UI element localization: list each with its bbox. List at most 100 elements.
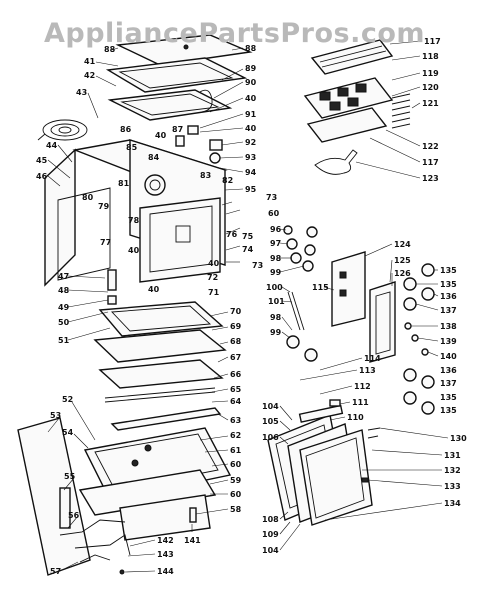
callout-79: 79 [98,202,110,211]
control-knobs-middle [283,225,318,362]
callout-87: 87 [172,125,183,134]
callout-95: 95 [245,185,257,194]
callout-121: 121 [422,99,439,108]
callout-106: 106 [262,433,279,442]
callout-138: 138 [440,322,457,331]
callout-78: 78 [128,216,140,225]
callout-93: 93 [245,153,256,162]
callout-125: 125 [394,256,411,265]
callout-51: 51 [58,336,70,345]
callout-92: 92 [245,138,256,147]
callout-57: 57 [50,567,61,576]
callout-43: 43 [76,88,87,97]
callout-65: 65 [230,385,242,394]
callout-75: 75 [242,232,254,241]
callout-139: 139 [440,337,457,346]
callout-101: 101 [268,297,285,306]
callout-40-f: 40 [148,285,160,294]
callout-108: 108 [262,515,279,524]
callout-132: 132 [444,466,461,475]
callout-122: 122 [422,142,439,151]
callout-84: 84 [148,153,160,162]
callout-86: 86 [120,125,132,134]
callout-135-b: 135 [440,280,457,289]
callout-118: 118 [422,52,439,61]
callout-40-c: 40 [155,131,167,140]
callout-131: 131 [444,451,461,460]
callout-55: 55 [64,472,76,481]
callout-115: 115 [312,283,329,292]
callout-40-d: 40 [128,246,140,255]
broiler-tray-top-right [303,39,411,175]
callout-77: 77 [100,238,111,247]
callout-142: 142 [157,536,174,545]
callout-74: 74 [242,245,254,254]
callout-80: 80 [82,193,94,202]
callout-144: 144 [157,567,174,576]
callout-71: 71 [208,288,220,297]
callout-73-b: 73 [252,261,263,270]
callout-46: 46 [36,172,48,181]
broiler-pan-stack [93,301,227,431]
callout-45: 45 [36,156,48,165]
callout-88-top: 88 [104,45,116,54]
leader-lines [47,40,449,573]
callout-70: 70 [230,307,242,316]
callout-113: 113 [359,366,376,375]
callout-126: 126 [394,269,411,278]
right-knobs-column [403,263,435,415]
lower-drawer-assembly [17,417,232,576]
callout-114: 114 [364,354,381,363]
callout-88: 88 [245,44,257,53]
callout-67: 67 [230,353,241,362]
callout-135-d: 135 [440,406,457,415]
callout-60-b: 60 [230,460,242,469]
callout-66: 66 [230,370,242,379]
left-brackets [107,269,117,315]
callout-120: 120 [422,83,439,92]
callout-44: 44 [46,141,58,150]
callout-124: 124 [394,240,411,249]
callout-69: 69 [230,322,242,331]
cooktop-top-assembly [105,34,253,121]
callout-97: 97 [270,239,281,248]
callout-104-b: 104 [262,546,279,555]
callout-135-a: 135 [440,266,457,275]
callout-98-b: 98 [270,313,282,322]
callout-42: 42 [84,71,95,80]
callout-104-a: 104 [262,402,279,411]
callout-40-a: 40 [245,94,257,103]
callout-98-a: 98 [270,254,282,263]
callout-81: 81 [118,179,130,188]
callout-60-a: 60 [268,209,280,218]
callout-112: 112 [354,382,371,391]
callout-143: 143 [157,550,174,559]
callout-137-a: 137 [440,306,457,315]
callout-59: 59 [230,476,242,485]
burner-element [37,119,88,141]
callout-136-b: 136 [440,366,457,375]
oven-body [44,139,228,287]
callout-labels: 88 41 42 43 88 89 90 40 91 40 92 93 94 8… [36,37,467,576]
callout-47: 47 [58,272,69,281]
callout-56: 56 [68,511,80,520]
callout-130: 130 [450,434,467,443]
callout-64: 64 [230,397,242,406]
callout-82: 82 [222,176,233,185]
callout-54: 54 [62,428,74,437]
callout-52: 52 [62,395,73,404]
callout-119: 119 [422,69,439,78]
callout-62: 62 [230,431,241,440]
callout-140: 140 [440,352,457,361]
callout-41: 41 [84,57,96,66]
callout-105: 105 [262,417,279,426]
callout-133: 133 [444,482,461,491]
callout-110: 110 [347,413,364,422]
callout-53: 53 [50,411,61,420]
callout-141: 141 [184,536,201,545]
callout-72: 72 [207,273,218,282]
callout-111: 111 [352,398,369,407]
callout-94: 94 [245,168,257,177]
callout-99: 99 [270,268,282,277]
